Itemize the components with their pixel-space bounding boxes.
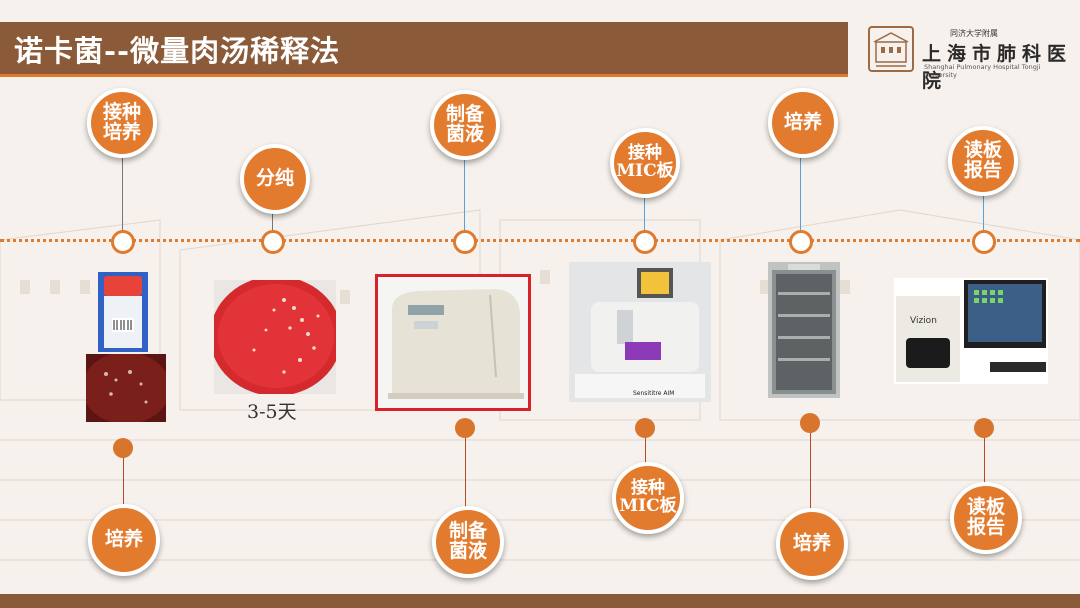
- step-dot: [974, 418, 994, 438]
- step-badge-prepare-suspension: 制备 菌液: [430, 90, 500, 160]
- hospital-logo: 同济大学附属 上海市肺科医院 Shanghai Pulmonary Hospit…: [862, 26, 1072, 92]
- sensititre-aim-photo: Sensititre AIM: [569, 262, 711, 402]
- incubator-photo: [768, 262, 840, 398]
- connector-line: [800, 152, 801, 232]
- logo-name: 上海市肺科医院: [922, 43, 1073, 92]
- timeline-node: [453, 230, 477, 254]
- connector-line: [123, 458, 124, 508]
- step-badge-read-report-bottom: 读板 报告: [950, 482, 1022, 554]
- timeline-node: [789, 230, 813, 254]
- culture-plate-photo: [86, 354, 166, 422]
- vizion-brand-label: Vizion: [910, 316, 937, 326]
- logo-affiliation: 同济大学附属: [950, 29, 998, 38]
- timeline-node: [972, 230, 996, 254]
- step-dot: [113, 438, 133, 458]
- connector-line: [984, 438, 985, 484]
- connector-line: [464, 152, 465, 232]
- hospital-seal-icon: [868, 26, 914, 72]
- sample-tube-photo: [98, 272, 148, 352]
- timeline-node: [261, 230, 285, 254]
- logo-english: Shanghai Pulmonary Hospital Tongji Unive…: [924, 63, 1041, 79]
- step-badge-purify: 分纯: [240, 144, 310, 214]
- connector-line: [983, 190, 984, 232]
- timeline-node: [633, 230, 657, 254]
- sensititre-label: Sensititre AIM: [633, 390, 675, 397]
- step-badge-prepare-suspension-bottom: 制备 菌液: [432, 506, 504, 578]
- vizion-reader-photo: Vizion: [894, 278, 1048, 384]
- connector-line: [810, 433, 811, 513]
- connector-line: [272, 205, 273, 232]
- agar-plate-photo: [214, 280, 336, 394]
- step-badge-incubate: 培养: [768, 88, 838, 158]
- turbidimeter-photo: [375, 274, 531, 411]
- step-badge-culture: 培养: [88, 504, 160, 576]
- connector-line: [122, 150, 123, 232]
- step-dot: [455, 418, 475, 438]
- step-badge-inoculate-mic-plate: 接种 MIC板: [610, 128, 680, 198]
- slide-title: 诺卡菌--微量肉汤稀释法: [14, 34, 341, 68]
- timeline-node: [111, 230, 135, 254]
- timeline-line: [0, 239, 1080, 242]
- step-badge-inoculate-mic-plate-bottom: 接种 MIC板: [612, 462, 684, 534]
- connector-line: [645, 438, 646, 468]
- step-dot: [800, 413, 820, 433]
- step-badge-inoculate-culture: 接种 培养: [87, 88, 157, 158]
- footer-bar: [0, 594, 1080, 608]
- step-badge-read-report: 读板 报告: [948, 126, 1018, 196]
- connector-line: [465, 438, 466, 516]
- days-caption: 3-5天: [247, 401, 297, 423]
- title-bar: 诺卡菌--微量肉汤稀释法: [0, 22, 848, 77]
- step-badge-incubate-bottom: 培养: [776, 508, 848, 580]
- connector-line: [644, 190, 645, 232]
- step-dot: [635, 418, 655, 438]
